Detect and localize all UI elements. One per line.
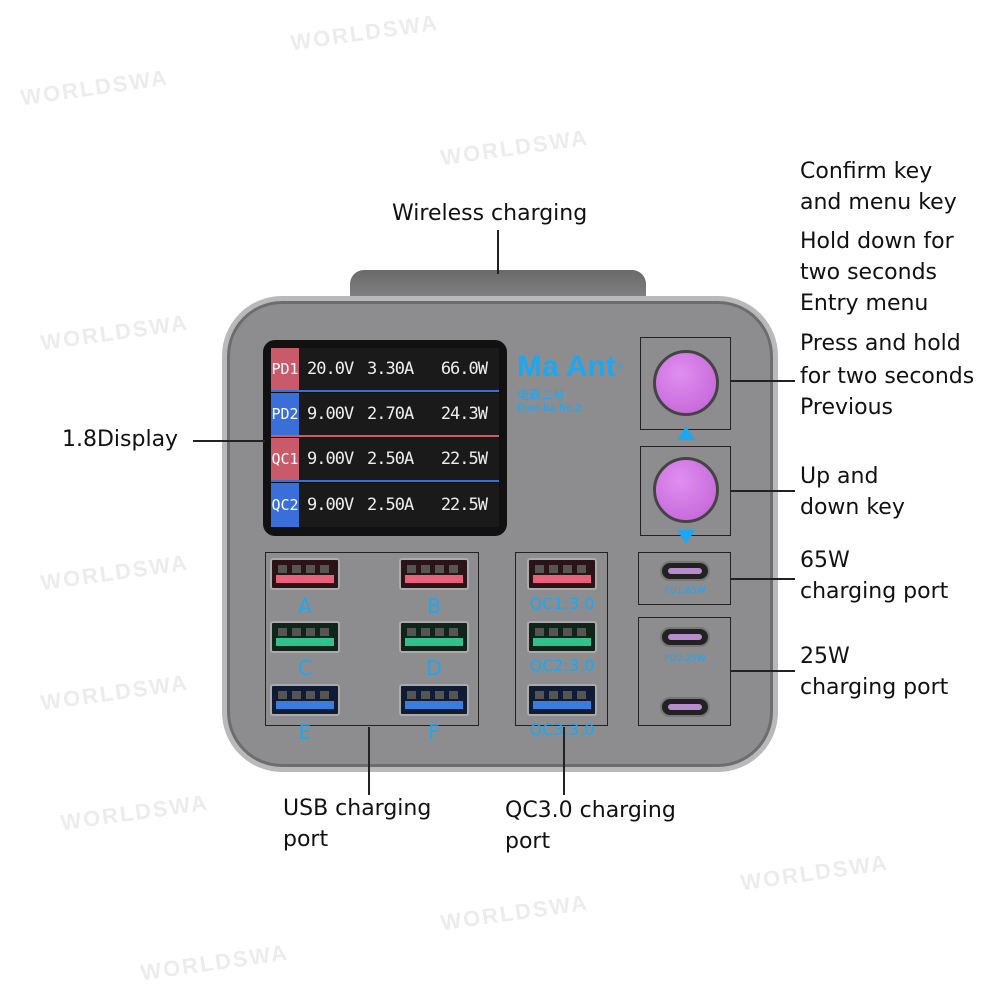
brand-chinese: 电霸二号	[517, 388, 566, 402]
usb-c-port-pd1[interactable]	[660, 561, 710, 581]
usb-port-b[interactable]	[399, 558, 469, 590]
watermark: WORLDSWA	[18, 64, 171, 111]
port-tag: QC1	[271, 438, 299, 480]
watermark: WORLDSWA	[58, 789, 211, 836]
leader-line	[731, 670, 795, 672]
power: 66.0W	[440, 359, 488, 379]
display-screen: PD1 20.0V 3.30A 66.0W PD2 9.00V 2.70A 24.3W QC…	[263, 340, 507, 536]
up-arrow-icon	[677, 426, 695, 440]
leader-line	[731, 490, 795, 492]
watermark: WORLDSWA	[438, 889, 591, 936]
port-label: C	[298, 656, 312, 680]
usb-port-f[interactable]	[399, 684, 469, 716]
port-label: PD1:65W	[664, 586, 706, 596]
brand-name: Ma Ant	[517, 350, 616, 383]
usb-port-d[interactable]	[399, 621, 469, 653]
watermark: WORLDSWA	[38, 669, 191, 716]
port-label: E	[298, 720, 312, 744]
port-label: F	[428, 720, 440, 744]
voltage: 9.00V	[307, 404, 354, 424]
registered-mark: ®	[615, 362, 625, 373]
current: 2.50A	[367, 449, 414, 469]
usb-port-e[interactable]	[270, 684, 340, 716]
port-label: D	[426, 656, 442, 680]
pd2-port-group	[638, 617, 731, 726]
power: 22.5W	[440, 495, 488, 515]
down-arrow-icon	[677, 530, 695, 544]
brand-logo: Ma Ant® 电霸二号 Dian ba No.2	[517, 350, 625, 414]
port-label: B	[427, 594, 441, 618]
confirm-menu-button[interactable]	[653, 350, 719, 416]
port-label: QC1:3.0	[529, 594, 595, 613]
watermark: WORLDSWA	[38, 549, 191, 596]
port-label: QC3:3.0	[529, 720, 595, 739]
port-tag: QC2	[271, 483, 299, 527]
qc-port-3[interactable]	[527, 684, 597, 716]
power: 24.3W	[440, 404, 488, 424]
port-tag: PD2	[271, 393, 299, 435]
watermark: WORLDSWA	[138, 939, 291, 986]
screen-row: QC2 9.00V 2.50A 22.5W	[271, 483, 499, 527]
usb-c-port-pd2[interactable]	[660, 627, 710, 647]
qc-port-2[interactable]	[527, 621, 597, 653]
qc-port-group	[515, 552, 608, 726]
power: 22.5W	[440, 449, 488, 469]
watermark: WORLDSWA	[38, 309, 191, 356]
watermark: WORLDSWA	[438, 124, 591, 171]
voltage: 9.00V	[307, 495, 354, 515]
leader-line	[193, 440, 265, 442]
usb-port-a[interactable]	[270, 558, 340, 590]
current: 3.30A	[367, 359, 414, 379]
leader-line	[731, 380, 795, 382]
brand-subtitle: Dian ba No.2	[517, 403, 582, 414]
usb-c-port-pd3[interactable]	[660, 697, 710, 717]
current: 2.50A	[367, 495, 414, 515]
port-tag: PD1	[271, 348, 299, 390]
qc-port-1[interactable]	[527, 558, 597, 590]
usb-port-c[interactable]	[270, 621, 340, 653]
port-label: PD2:25W	[664, 654, 706, 664]
voltage: 9.00V	[307, 449, 354, 469]
usb-port-group	[265, 552, 479, 726]
leader-line	[563, 727, 565, 795]
voltage: 20.0V	[307, 359, 354, 379]
leader-line	[497, 230, 499, 274]
watermark: WORLDSWA	[738, 849, 891, 896]
screen-row: QC1 9.00V 2.50A 22.5W	[271, 438, 499, 482]
leader-line	[368, 727, 370, 795]
leader-line	[731, 578, 795, 580]
pd1-port-group	[638, 552, 731, 605]
display-label: 1.8Display	[62, 427, 179, 452]
wireless-charging-label: Wireless charging	[392, 201, 588, 226]
screen-row: PD2 9.00V 2.70A 24.3W	[271, 393, 499, 437]
port-label: QC2:3.0	[529, 656, 595, 675]
port-label: A	[298, 594, 312, 618]
up-down-button[interactable]	[653, 457, 719, 523]
watermark: WORLDSWA	[288, 9, 441, 56]
current: 2.70A	[367, 404, 414, 424]
screen-row: PD1 20.0V 3.30A 66.0W	[271, 348, 499, 392]
